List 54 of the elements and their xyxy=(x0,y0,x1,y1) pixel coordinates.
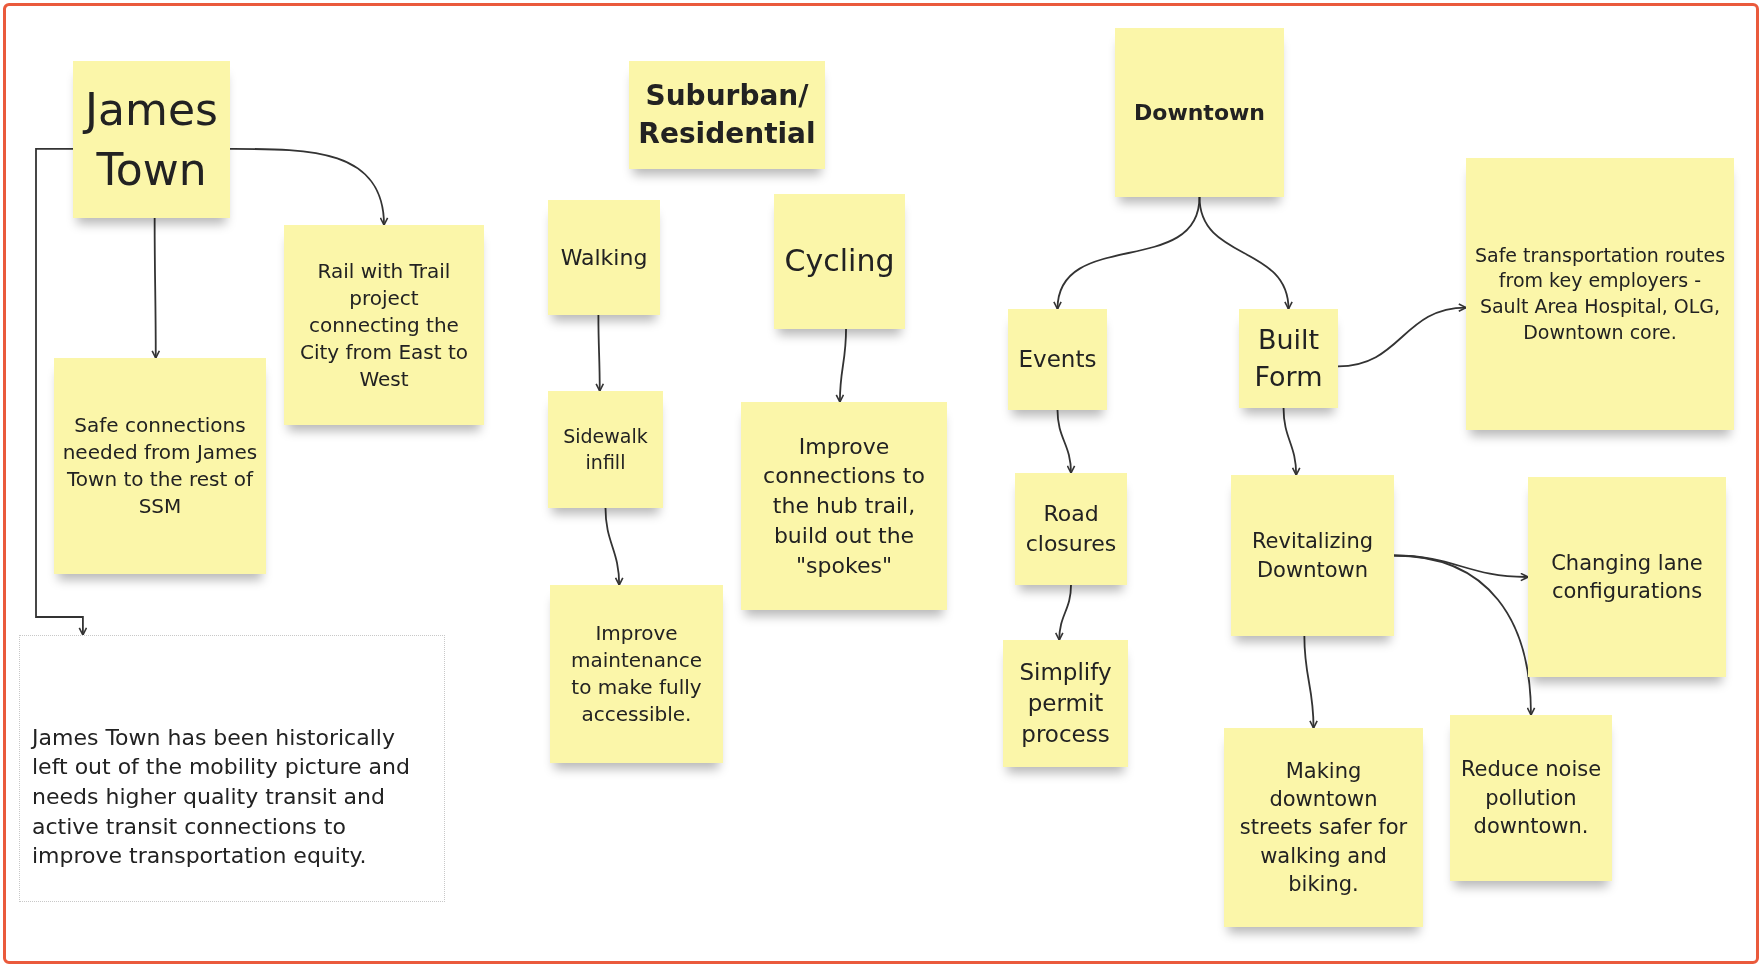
arrow xyxy=(1055,584,1072,641)
sticky-note xyxy=(550,585,723,763)
note-text: Rail with Trail project connecting the City from East to West xyxy=(298,257,469,393)
sticky-note xyxy=(1115,28,1284,197)
sticky-note xyxy=(548,200,660,315)
arrow xyxy=(595,314,605,392)
sticky-note xyxy=(1528,477,1726,677)
arrow xyxy=(1337,303,1467,368)
note-text: Improve maintenance to make fully accessible. xyxy=(570,620,703,728)
note-text: Simplify permit process xyxy=(1018,657,1113,749)
sticky-note xyxy=(548,391,663,508)
sticky-note xyxy=(1450,715,1612,881)
sticky-note xyxy=(1008,309,1107,410)
sticky-note xyxy=(73,61,230,218)
arrow xyxy=(1054,196,1201,310)
sticky-note xyxy=(1239,309,1338,408)
note-text: Reduce noise pollution downtown. xyxy=(1459,756,1603,841)
sticky-note xyxy=(774,194,905,329)
arrow xyxy=(1056,409,1076,474)
text-note xyxy=(19,635,445,902)
note-text: Revitalizing Downtown xyxy=(1250,528,1375,584)
note-text: Improve connections to the hub trail, build out the "spokes" xyxy=(762,432,926,580)
arrow xyxy=(35,148,88,636)
sticky-note xyxy=(629,61,825,169)
note-text: Sidewalk infill xyxy=(562,423,649,475)
note-text: Downtown xyxy=(1134,98,1265,127)
arrow xyxy=(835,328,847,403)
sticky-note xyxy=(1224,728,1423,927)
note-text: Changing lane configurations xyxy=(1550,549,1704,605)
sticky-note xyxy=(1015,473,1127,585)
note-text: Safe transportation routes from key employers - Sault Area Hospital, OLG, Downtown core. xyxy=(1474,242,1726,345)
note-text: Walking xyxy=(560,243,648,272)
note-text: Suburban/ Residential xyxy=(637,78,817,152)
note-text: Making downtown streets safer for walking and biking. xyxy=(1238,757,1409,898)
sticky-note xyxy=(1466,158,1734,430)
arrow xyxy=(1282,407,1301,476)
arrow xyxy=(604,507,624,586)
arrow xyxy=(229,148,388,226)
note-text: Road closures xyxy=(1024,500,1118,558)
note-text: James Town has been historically left out of the mobility picture and needs higher quality transit and active transit connections to improve transportation equity. xyxy=(32,723,411,871)
note-text: James Town xyxy=(81,80,222,199)
arrow xyxy=(1303,635,1318,729)
sticky-note xyxy=(1003,640,1128,767)
arrow xyxy=(1198,196,1292,310)
arrow xyxy=(1393,554,1536,716)
arrow xyxy=(151,217,161,359)
note-text: Safe connections needed from James Town to the rest of SSM xyxy=(62,412,258,520)
sticky-note xyxy=(284,225,484,425)
sticky-note xyxy=(1231,475,1394,636)
note-text: Cycling xyxy=(784,242,895,281)
sticky-note xyxy=(54,358,266,574)
note-text: Events xyxy=(1018,344,1097,374)
note-text: Built Form xyxy=(1253,323,1324,394)
sticky-note xyxy=(741,402,947,610)
